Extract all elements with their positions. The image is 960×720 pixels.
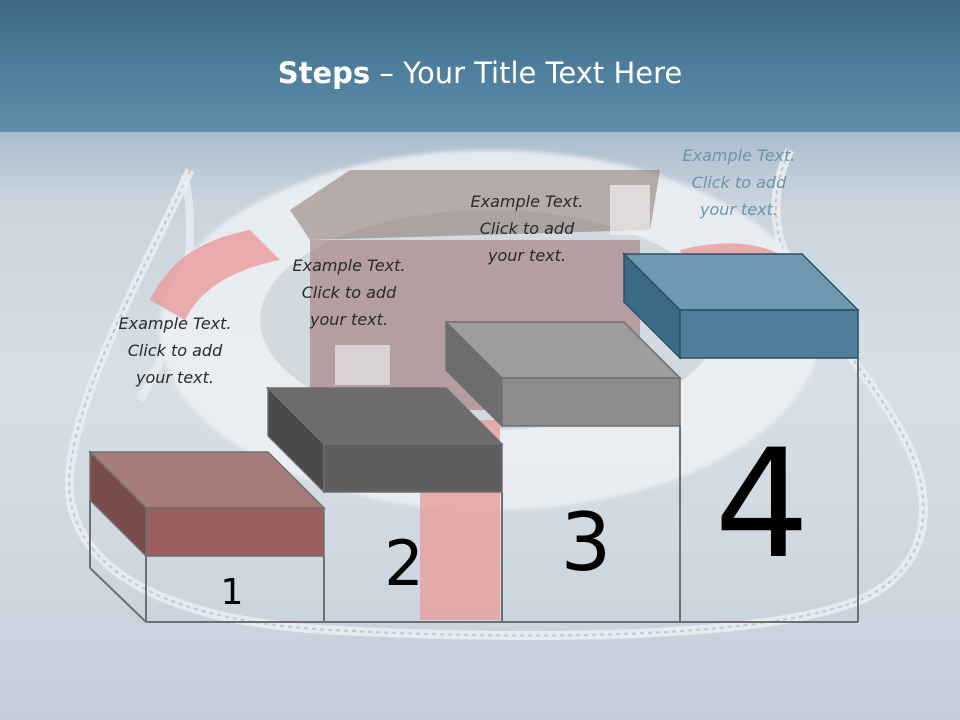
step-2-caption-line: Click to add [301,283,397,302]
step-1-number: 1 [221,572,244,613]
step-3-number: 3 [561,496,612,589]
step-3-caption[interactable]: Example Text. Click to add your text. [442,188,612,269]
slide-title[interactable]: Steps – Your Title Text Here [0,56,960,90]
step-4-caption-line: Click to add [691,173,787,192]
step-2-front [323,443,503,493]
step-4-caption-line: your text. [699,200,778,219]
step-1-caption-line: Example Text. [118,314,232,333]
step-2-block[interactable] [266,386,504,494]
step-3-block[interactable] [444,320,682,428]
step-2-caption-line: Example Text. [292,256,406,275]
step-4-block[interactable] [622,252,860,360]
step-2-caption-line: your text. [309,310,388,329]
step-4-number: 4 [714,418,809,592]
step-2-caption[interactable]: Example Text. Click to add your text. [264,252,434,333]
step-4-caption[interactable]: Example Text. Click to add your text. [654,142,824,223]
title-rest: – Your Title Text Here [370,56,683,90]
step-3-caption-line: Click to add [479,219,575,238]
step-2-number: 2 [384,527,423,600]
step-3-caption-line: Example Text. [470,192,584,211]
title-bold: Steps [277,56,371,90]
step-1-caption[interactable]: Example Text. Click to add your text. [90,310,260,391]
steps-frame [89,358,859,623]
step-1-caption-line: Click to add [127,341,223,360]
step-3-front [501,377,681,427]
title-bar [0,0,960,132]
step-4-front [679,309,859,359]
step-1-caption-line: your text. [135,368,214,387]
step-1-front [145,507,325,557]
step-1-block[interactable] [88,450,326,558]
step-4-caption-line: Example Text. [682,146,796,165]
step-3-caption-line: your text. [487,246,566,265]
